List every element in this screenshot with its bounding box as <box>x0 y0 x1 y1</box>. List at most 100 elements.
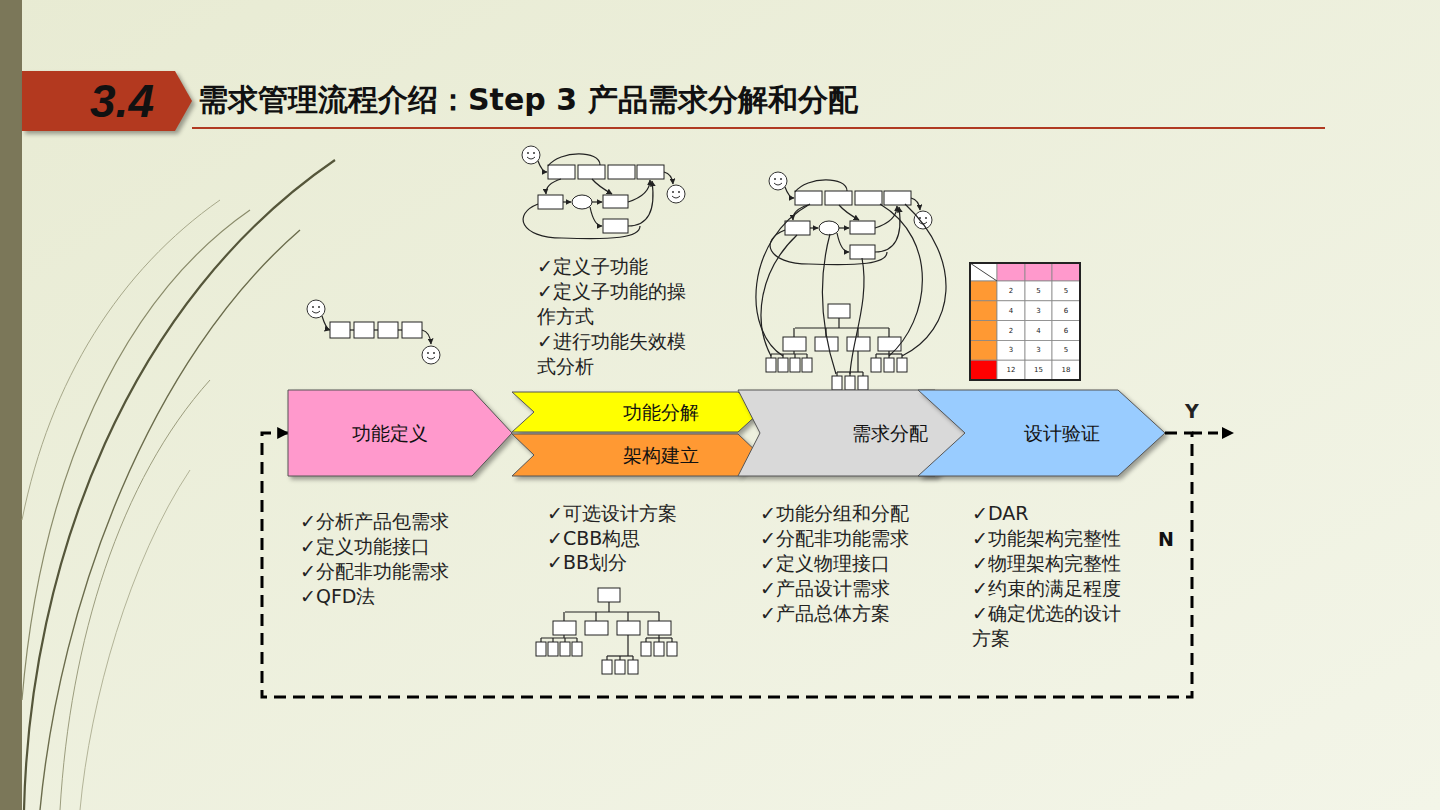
flow-wire <box>590 207 602 226</box>
bullet-item: ✓CBB构思 <box>547 526 640 551</box>
flow-wire <box>564 638 565 642</box>
flow-wire <box>836 372 837 376</box>
step-label: 功能分解 <box>623 400 699 424</box>
flow-box <box>617 621 640 635</box>
smiley-icon <box>914 211 932 229</box>
flow-wire <box>756 204 810 356</box>
flow-box <box>897 358 907 372</box>
matrix-value: 12 <box>1007 366 1016 374</box>
flow-wire <box>771 353 807 354</box>
flow-box <box>845 376 855 390</box>
flow-wire <box>628 181 653 226</box>
matrix-cell <box>997 263 1025 281</box>
flow-wire <box>592 201 602 202</box>
decor-swoosh <box>22 210 250 700</box>
flow-box <box>855 191 882 205</box>
matrix-cell <box>997 281 1025 301</box>
flow-wire <box>875 207 900 252</box>
branch-label: Y <box>1185 399 1199 424</box>
flow-wire <box>770 230 887 265</box>
flow-box <box>778 358 788 372</box>
allocation-curves <box>756 204 946 374</box>
flow-wire <box>822 234 836 374</box>
flow-box <box>560 642 570 656</box>
flow-box <box>598 588 620 602</box>
exit-line <box>1192 432 1222 435</box>
step-label: 功能定义 <box>352 421 428 445</box>
function-flow <box>769 172 932 265</box>
flow-wire <box>794 354 795 358</box>
flow-wire <box>422 330 431 344</box>
bullet-item: ✓进行功能失效模式分析 <box>537 329 695 379</box>
matrix-cell <box>1025 301 1052 321</box>
flow-box <box>858 376 868 390</box>
process-chevron: 设计验证 <box>918 390 1165 476</box>
smiley-icon <box>522 146 540 164</box>
bullet-item: ✓分配非功能需求 <box>760 526 909 551</box>
bullet-item: ✓可选设计方案 <box>547 501 677 526</box>
matrix-value: 4 <box>1036 327 1040 335</box>
matrix-cell <box>997 340 1025 360</box>
flow-wire <box>875 206 897 228</box>
flow-wire <box>398 329 402 330</box>
flow-wire <box>911 198 920 210</box>
flow-box <box>628 660 638 674</box>
matrix-cell <box>970 340 997 360</box>
process-chevron: 功能定义 <box>288 390 512 476</box>
flow-box <box>832 376 842 390</box>
flow-node <box>572 195 592 209</box>
flow-box <box>785 221 810 235</box>
matrix-cell <box>970 301 997 321</box>
flow-box <box>795 191 822 205</box>
chevron-outline <box>512 434 760 476</box>
flow-wire <box>658 612 659 621</box>
flow-wire <box>350 329 354 330</box>
flow-wire <box>322 316 330 330</box>
title-rule <box>192 127 1325 129</box>
bullet-item: ✓约束的满足程度 <box>972 576 1121 601</box>
smiley-icon <box>667 185 685 203</box>
matrix-cell <box>997 321 1025 341</box>
flow-wire <box>810 227 818 228</box>
flow-wire <box>664 172 673 184</box>
flow-box <box>641 642 651 656</box>
function-flow <box>522 146 685 239</box>
flow-box <box>354 322 374 338</box>
flow-box <box>847 337 870 351</box>
flow-box <box>884 358 894 372</box>
flow-wire <box>793 205 808 220</box>
flow-wire <box>795 180 847 192</box>
section-number: 3.4 <box>90 75 154 127</box>
architecture-tree <box>536 588 677 674</box>
smiley-icon <box>307 300 325 318</box>
flow-box <box>850 245 875 259</box>
flow-box <box>637 165 664 179</box>
flow-box <box>790 358 800 372</box>
flow-box <box>585 621 608 635</box>
bullet-item: ✓物理架构完整性 <box>972 551 1121 576</box>
flow-wire <box>857 351 858 372</box>
flow-box <box>572 642 582 656</box>
side-bar <box>0 0 22 810</box>
function-chain <box>307 300 440 364</box>
flow-wire <box>850 258 864 374</box>
flow-wire <box>552 638 553 642</box>
matrix-cell <box>970 263 997 281</box>
matrix-value: 5 <box>1036 287 1040 295</box>
flow-wire <box>632 656 633 660</box>
flow-wire <box>839 205 859 220</box>
decor-swoosh <box>60 380 210 810</box>
flow-wire <box>902 204 946 356</box>
flow-wire <box>563 612 564 621</box>
flow-box <box>402 322 422 338</box>
flow-wire <box>576 638 577 642</box>
matrix-value: 5 <box>1064 287 1068 295</box>
flow-box <box>825 191 852 205</box>
matrix-value: 5 <box>1064 346 1068 354</box>
flow-box <box>608 165 635 179</box>
flow-node <box>819 221 839 235</box>
decor-swoosh <box>22 200 220 520</box>
flow-wire <box>839 227 849 228</box>
bullet-item: ✓分析产品包需求 <box>300 509 449 534</box>
